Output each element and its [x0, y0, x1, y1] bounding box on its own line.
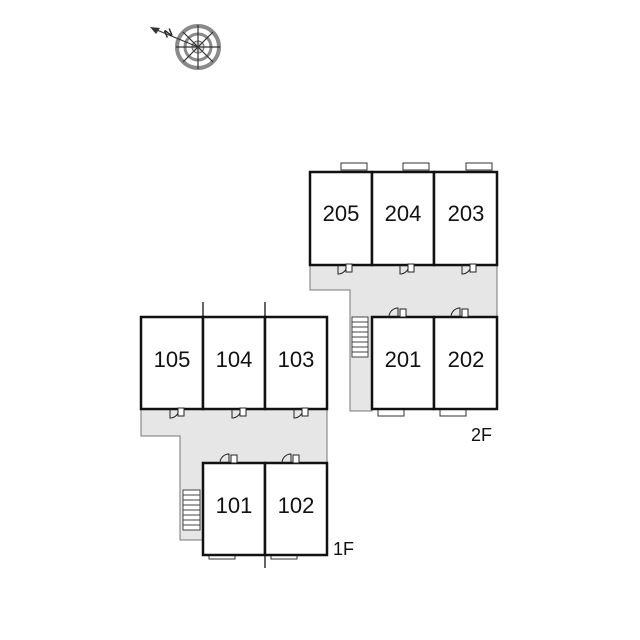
unit-label-203: 203 [448, 201, 485, 226]
unit-label-104: 104 [216, 347, 253, 372]
unit-201 [370, 315, 436, 411]
unit-label-103: 103 [278, 347, 315, 372]
unit-label-101: 101 [216, 493, 253, 518]
unit-label-202: 202 [448, 347, 485, 372]
unit-label-102: 102 [278, 493, 315, 518]
unit-202 [432, 315, 499, 411]
door-swings-1f [169, 407, 309, 464]
compass-rose-icon: N [150, 24, 221, 70]
unit-label-205: 205 [323, 201, 360, 226]
unit-103 [263, 315, 329, 411]
floor-label-1f: 1F [333, 539, 354, 559]
unit-105 [139, 315, 205, 411]
floor-label-2f: 2F [471, 425, 492, 445]
unit-label-204: 204 [385, 201, 422, 226]
stairs-1f [182, 489, 201, 531]
floor-2f-plan: 205 204 203 201 202 2F [308, 162, 499, 445]
unit-label-201: 201 [385, 347, 422, 372]
unit-104 [201, 315, 267, 411]
unit-101 [201, 461, 267, 557]
unit-label-105: 105 [154, 347, 191, 372]
floor-1f-plan: 105 104 103 101 102 1F [139, 302, 354, 568]
compass-north-letter: N [163, 27, 175, 41]
stairs-2f [351, 316, 369, 358]
unit-203 [432, 170, 499, 267]
door-swings-2f [337, 263, 477, 318]
corridor-2f [309, 264, 498, 412]
